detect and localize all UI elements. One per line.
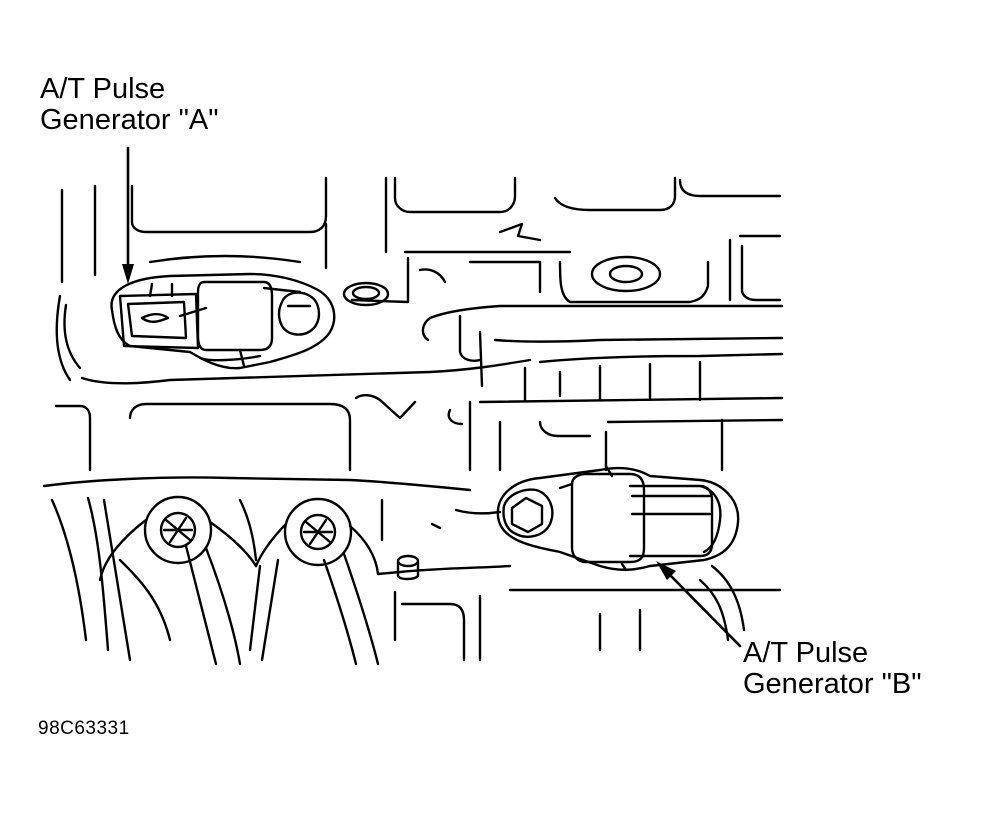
label-b-line1: A/T Pulse [743, 637, 869, 669]
lower-casting-lines [42, 394, 784, 666]
lower-bolt-bosses [98, 495, 380, 582]
leader-arrow-a [122, 146, 134, 284]
label-pulse-generator-b: A/T Pulse Generator "B" [743, 638, 922, 700]
pulse-generator-b-drawing [496, 464, 740, 572]
upper-bolt-bosses [342, 255, 662, 307]
pulse-generator-a-drawing [110, 272, 336, 370]
upper-casting-lines [55, 176, 784, 402]
label-a-line1: A/T Pulse [40, 73, 166, 105]
label-b-line2: Generator "B" [743, 668, 922, 700]
label-pulse-generator-a: A/T Pulse Generator "A" [40, 74, 219, 136]
leader-arrow-b [656, 561, 742, 648]
label-a-line2: Generator "A" [40, 104, 219, 136]
locating-pin [396, 554, 420, 581]
figure-code: 98C63331 [38, 718, 130, 739]
